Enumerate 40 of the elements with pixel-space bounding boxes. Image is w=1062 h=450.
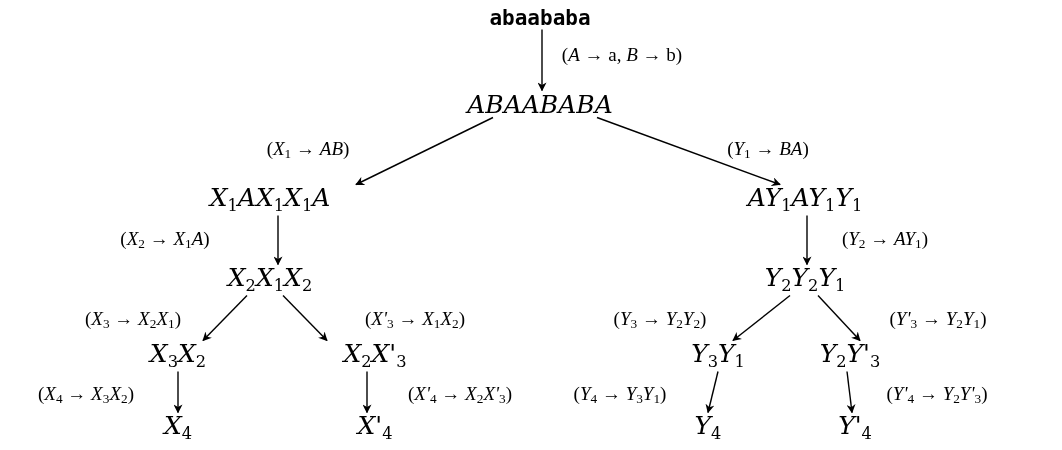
expression-text: Y'$_{4}$ [838, 413, 872, 443]
edge-label: (Y'$_{3}$ → Y$_{2}$Y$_{1}$) [888, 308, 988, 332]
edge-label: (Y$_{4}$ → Y$_{3}$Y$_{1}$) [572, 383, 668, 407]
edge-label: (Y'$_{4}$ → Y$_{2}$Y'$_{3}$) [885, 383, 989, 407]
expression-text: X$_{2}$X'$_{3}$ [343, 341, 407, 371]
arrow [362, 370, 372, 414]
arrow [273, 214, 283, 266]
expression-text: X$_{2}$X$_{1}$X$_{2}$ [227, 265, 313, 295]
expression-text: Y$_{4}$ [694, 413, 722, 443]
expression-text: X$_{3}$X$_{2}$ [149, 341, 207, 371]
arrow [173, 370, 183, 414]
edge-label: (X$_{4}$ → X$_{3}$X$_{2}$) [37, 383, 135, 407]
edge-label: (Y$_{3}$ → Y$_{2}$Y$_{2}$) [612, 308, 708, 332]
arrow [846, 370, 856, 414]
arrow [732, 294, 791, 342]
arrow [202, 294, 248, 342]
expression-text: X$_{1}$AX$_{1}$X$_{1}$A [209, 185, 331, 215]
expression-text: X$_{4}$ [163, 413, 193, 443]
arrow [802, 214, 812, 266]
edge-label: (Y$_{2}$ → AY$_{1}$) [840, 228, 930, 252]
edge-label: (X'$_{4}$ → X$_{2}$X'$_{3}$) [406, 383, 514, 407]
expression-text: ABAABABA [467, 91, 613, 117]
expression-text: Y$_{2}$Y$_{2}$Y$_{1}$ [764, 265, 846, 295]
edge-label: (X$_{3}$ → X$_{2}$X$_{1}$) [84, 308, 182, 332]
arrow [817, 294, 861, 342]
edge-label: (X$_{1}$ → AB) [265, 138, 351, 162]
edge-label: (X'$_{3}$ → X$_{1}$X$_{2}$) [364, 308, 466, 332]
arrow [705, 370, 719, 414]
arrow [282, 294, 328, 342]
edge-label: (X$_{2}$ → X$_{1}$A) [119, 228, 211, 252]
arrow [355, 116, 494, 186]
expression-text: X'$_{4}$ [357, 413, 393, 443]
expression-text: AY$_{1}$AY$_{1}$Y$_{1}$ [747, 185, 863, 215]
edge-label: (A → a, B → b) [560, 44, 684, 66]
arrow [596, 116, 781, 186]
expression-text: abaababa [489, 7, 591, 29]
expression-text: Y$_{3}$Y$_{1}$ [691, 341, 745, 371]
expression-text: Y$_{2}$Y'$_{3}$ [819, 341, 881, 371]
edge-label: (Y$_{1}$ → BA) [726, 138, 810, 162]
arrow [537, 28, 547, 92]
